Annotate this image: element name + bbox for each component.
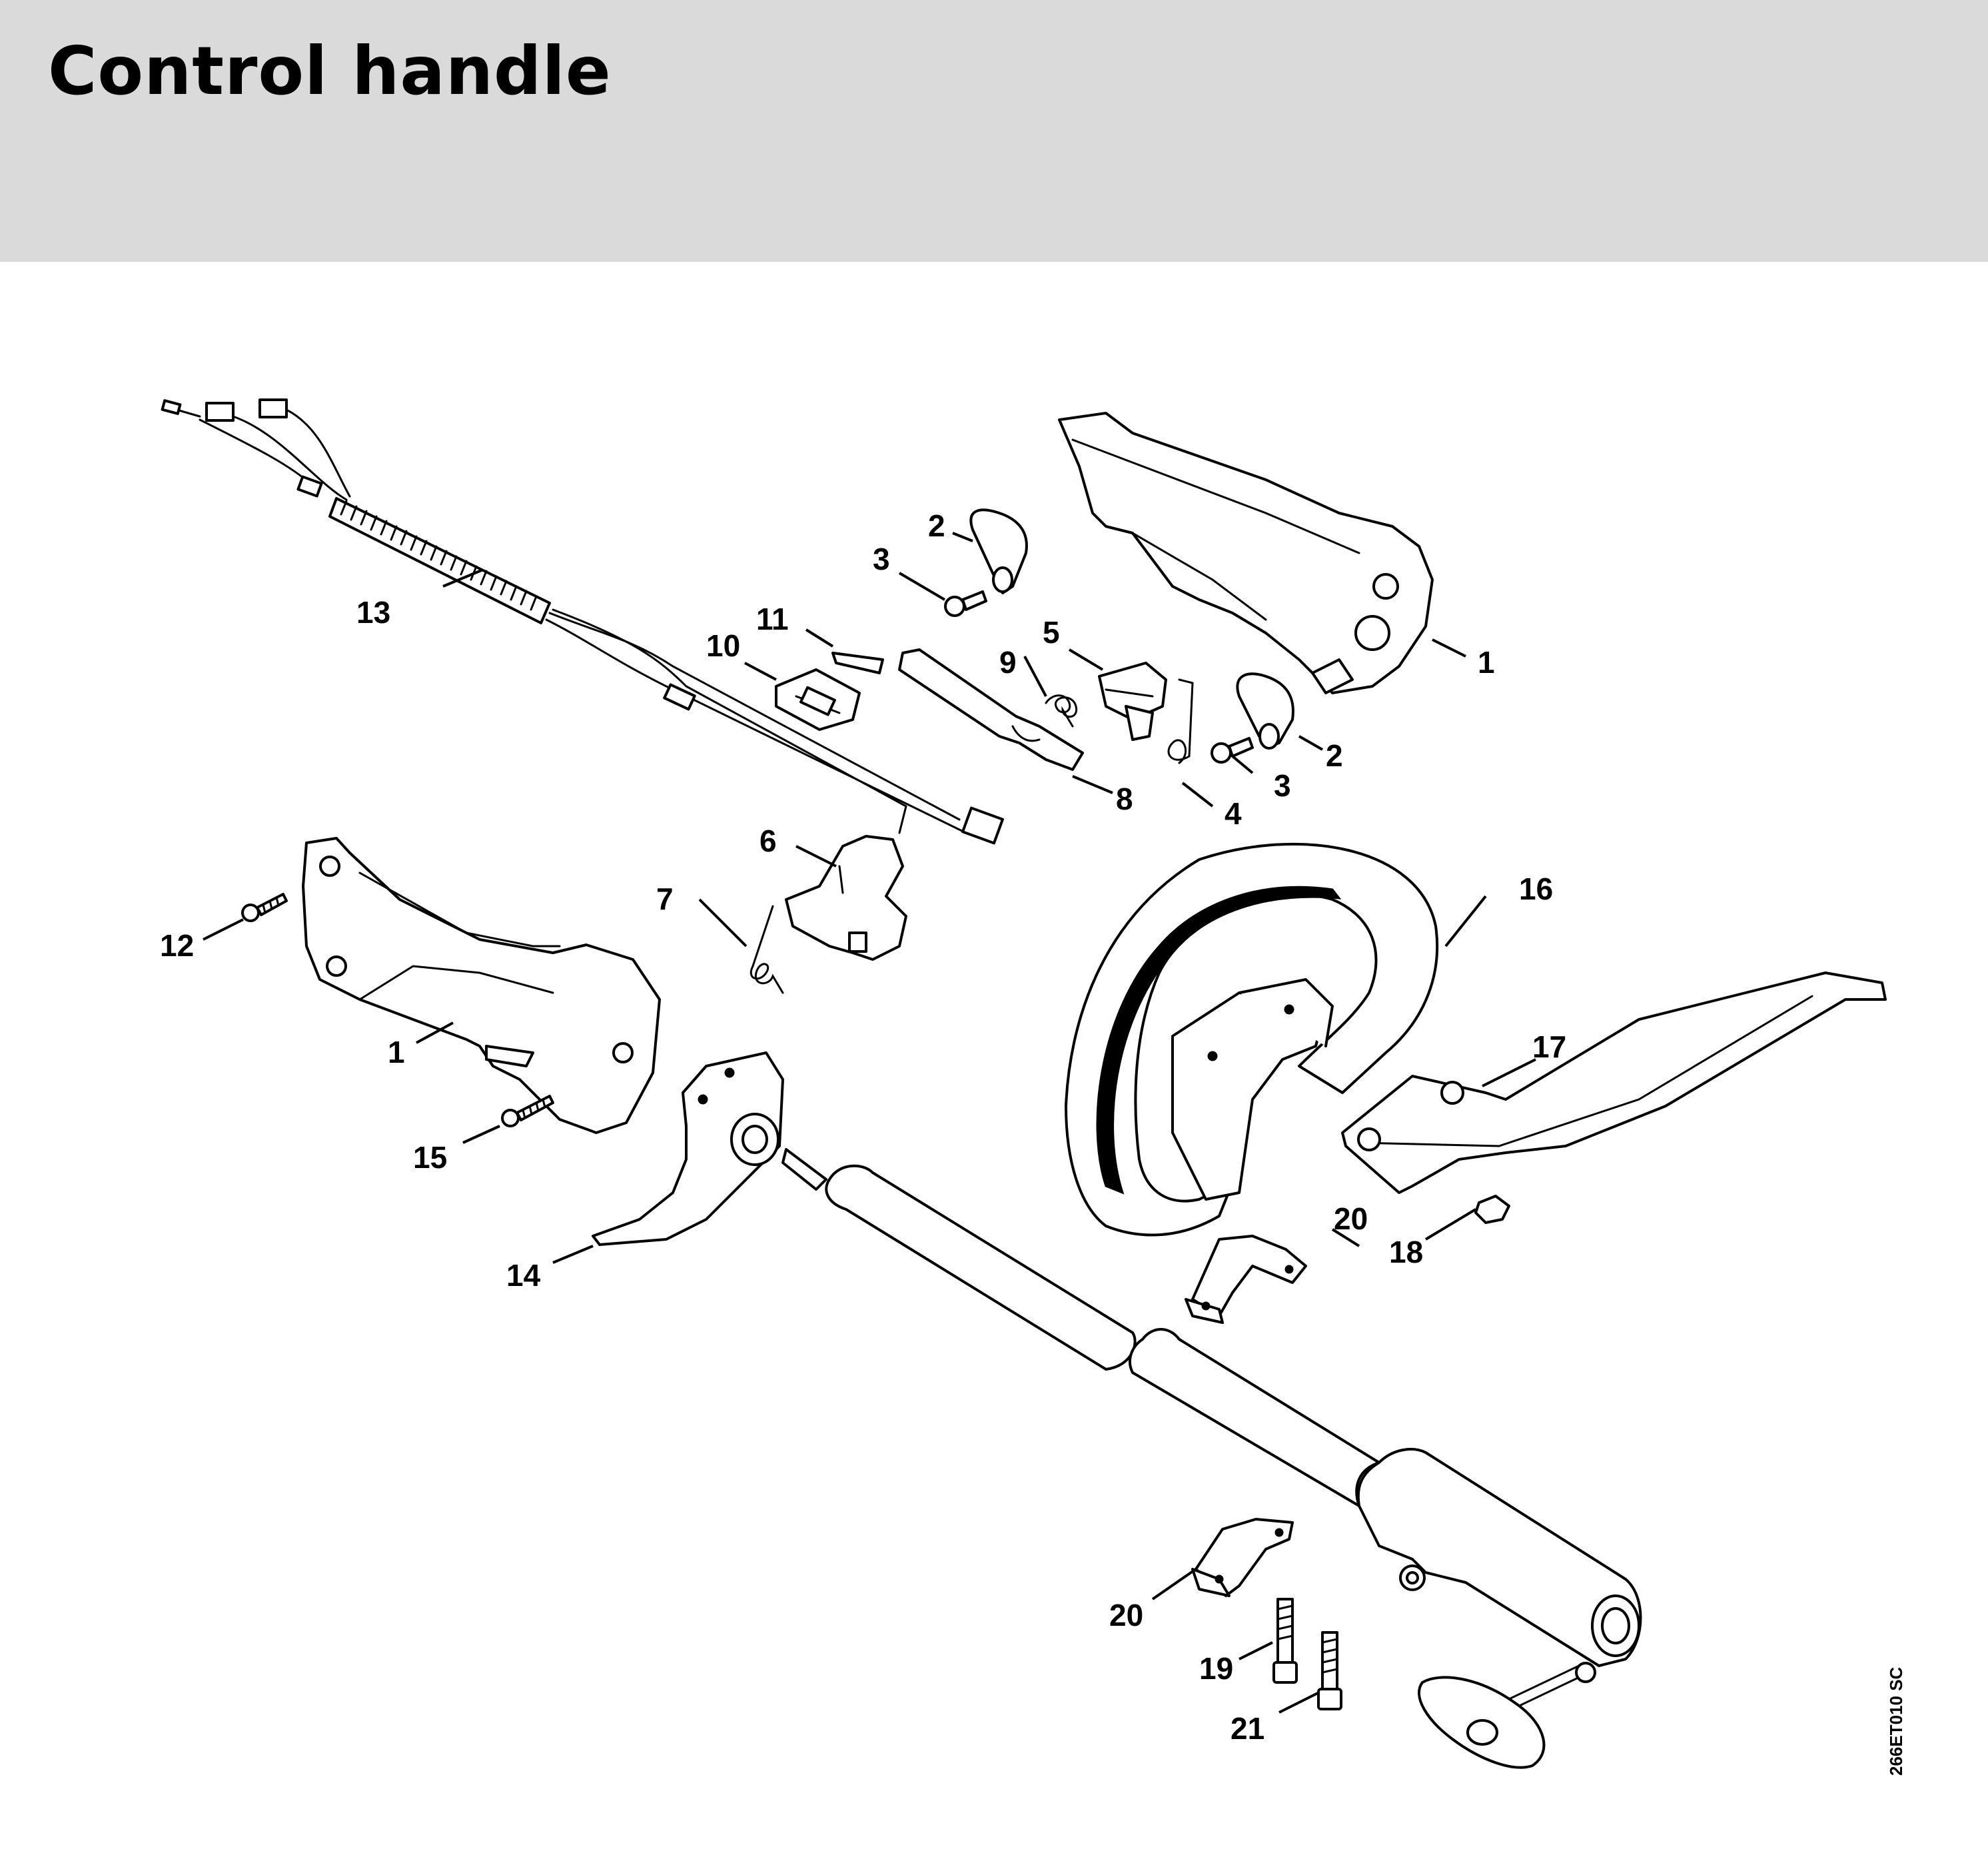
part-1-handle-shell-lower xyxy=(302,837,661,1134)
callout-20: 20 xyxy=(1334,1201,1368,1236)
callout-17: 17 xyxy=(1532,1029,1566,1064)
callout-2b: 2 xyxy=(1326,738,1343,773)
part-19-bolt xyxy=(1272,1598,1298,1684)
callout-13: 13 xyxy=(356,595,390,630)
callout-1: 1 xyxy=(1478,645,1495,680)
callout-15: 15 xyxy=(413,1140,447,1175)
callout-labels: 2 3 11 10 9 5 8 4 3 2 1 16 17 18 20 20 1… xyxy=(160,508,1566,1746)
callout-18: 18 xyxy=(1389,1235,1423,1269)
callout-19: 19 xyxy=(1199,1651,1233,1686)
callout-16: 16 xyxy=(1519,872,1553,906)
part-4-torsion-spring xyxy=(1167,678,1194,764)
callout-14: 14 xyxy=(506,1258,541,1293)
part-1-handle-shell-upper xyxy=(1058,412,1434,694)
diagram-code: 266ET010 SC xyxy=(1886,1666,1906,1776)
part-3-screw-lower xyxy=(1211,737,1254,764)
part-8-throttle-trigger xyxy=(898,648,1084,771)
part-11-slide xyxy=(831,652,884,674)
part-10-stop-switch xyxy=(775,668,861,731)
part-17-barrier-bar xyxy=(1341,971,1887,1194)
callout-12: 12 xyxy=(160,928,194,963)
callout-7: 7 xyxy=(656,882,674,916)
part-2-clamp-lower xyxy=(1236,672,1294,750)
part-6-switch-housing xyxy=(785,835,907,961)
clamp-knob xyxy=(1418,1662,1596,1769)
callout-6: 6 xyxy=(759,824,777,858)
drive-tube xyxy=(781,1148,1642,1667)
part-7-spring xyxy=(750,905,784,994)
callout-9: 9 xyxy=(999,645,1017,680)
part-16-loop-handle xyxy=(1065,842,1439,1237)
callout-11: 11 xyxy=(756,602,789,636)
callout-2: 2 xyxy=(928,508,945,543)
part-2-clamp-upper xyxy=(969,508,1028,594)
page-header: Control handle xyxy=(0,0,1988,262)
part-9-spring xyxy=(1045,694,1078,728)
callout-21: 21 xyxy=(1231,1711,1264,1746)
callout-3: 3 xyxy=(873,542,890,576)
callout-10: 10 xyxy=(706,628,740,663)
callout-8: 8 xyxy=(1116,782,1133,816)
leader-lines xyxy=(203,532,1536,1714)
part-15-screw xyxy=(501,1095,554,1127)
part-14-handle-cover xyxy=(592,1051,784,1246)
part-20-clamp-lower xyxy=(1191,1518,1294,1597)
part-20-clamp-upper xyxy=(1185,1235,1307,1324)
callout-4: 4 xyxy=(1225,796,1242,831)
part-13-wiring-harness xyxy=(161,398,1004,845)
part-21-bolt xyxy=(1317,1631,1342,1710)
part-12-screw xyxy=(241,893,288,922)
part-5-lockout-lever xyxy=(1098,662,1167,741)
callout-1b: 1 xyxy=(388,1035,405,1069)
callout-3b: 3 xyxy=(1274,768,1291,803)
callout-5: 5 xyxy=(1043,615,1060,650)
part-3-screw-upper xyxy=(944,590,987,617)
page-title: Control handle xyxy=(48,32,612,110)
part-18-nut xyxy=(1474,1195,1510,1224)
callout-20b: 20 xyxy=(1109,1598,1143,1632)
